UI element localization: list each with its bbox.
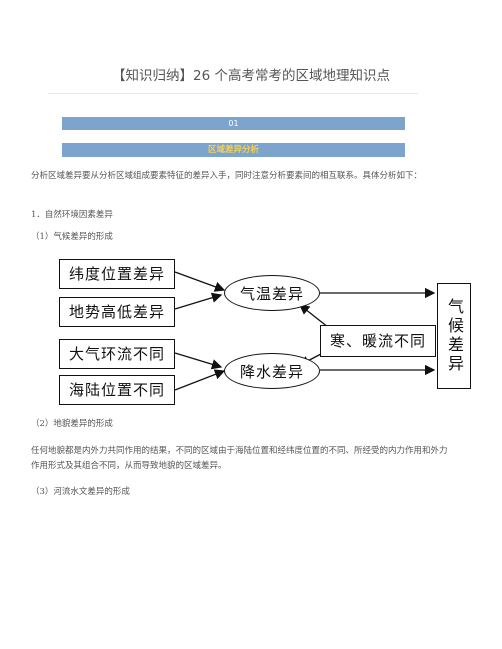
climate-diagram: 纬度位置差异 地势高低差异 大气环流不同 海陆位置不同 气温差异 降水差异 寒、… [56,257,471,407]
box-ocean-currents: 寒、暖流不同 [320,325,436,357]
section-title-banner: 区域差异分析 [62,143,405,157]
title-divider [48,93,418,94]
box-circulation: 大气环流不同 [59,339,175,369]
box-climate-result: 气候差异 [437,283,471,389]
heading-hydrology-diff: （3）河流水文差异的形成 [31,487,130,497]
page-title: 【知识归纳】26 个高考常考的区域地理知识点 [112,68,390,84]
box-land-sea: 海陆位置不同 [59,375,175,405]
oval-precipitation: 降水差异 [224,353,320,389]
box-elevation: 地势高低差异 [59,297,175,327]
box-latitude: 纬度位置差异 [59,259,175,289]
oval-temperature: 气温差异 [224,275,320,311]
landform-paragraph: 任何地貌都是内外力共同作用的结果，不同的区域由于海陆位置和经纬度位置的不同、所经… [31,446,448,471]
heading-natural-factors: 1．自然环境因素差异 [31,210,113,220]
heading-climate-diff: （1）气候差异的形成 [31,232,113,242]
section-number-banner: 01 [62,117,405,130]
intro-paragraph: 分析区域差异要从分析区域组成要素特征的差异入手，同时注意分析要素间的相互联系。具… [31,171,423,181]
heading-landform-diff: （2）地貌差异的形成 [31,419,113,429]
